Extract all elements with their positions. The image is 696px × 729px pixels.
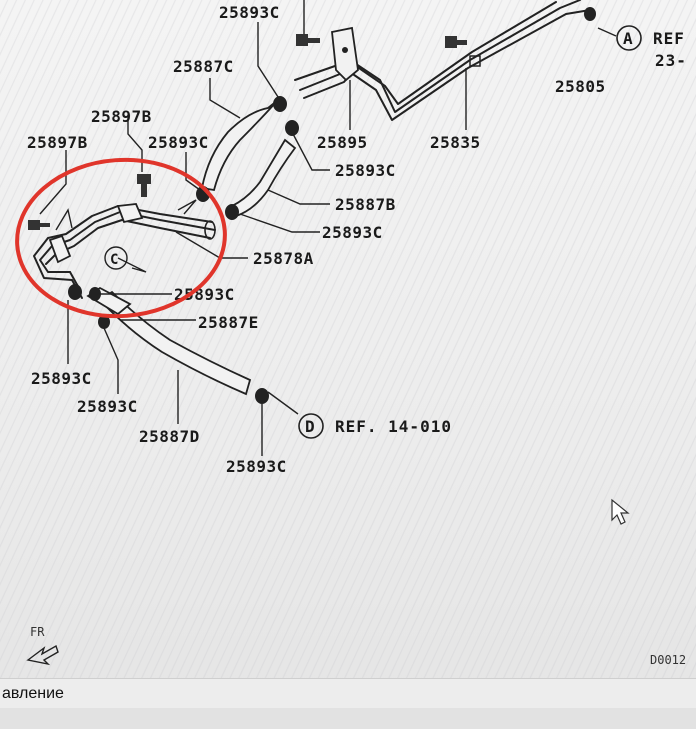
arrow-icon: [26, 644, 59, 666]
status-bar: авление: [0, 678, 696, 709]
drawing-code: D0012: [650, 653, 686, 667]
label-25893c: 25893C: [174, 285, 235, 304]
ref-c-letter: C: [110, 252, 119, 268]
clamp-icon: [98, 315, 110, 329]
leader-lines: [39, 0, 617, 456]
fr-label: FR: [30, 625, 45, 639]
label-25897b: 25897B: [91, 107, 152, 126]
ref-d-callout[interactable]: D REF. 14-010: [298, 413, 452, 439]
label-25835: 25835: [430, 133, 481, 152]
label-25893c: 25893C: [148, 133, 209, 152]
ref-a-callout[interactable]: A REF 23-: [616, 25, 687, 70]
ref-d-letter: D: [305, 417, 316, 436]
label-25895: 25895: [317, 133, 368, 152]
label-25897b: 25897B: [27, 133, 88, 152]
status-text: авление: [2, 685, 64, 702]
bottom-strip: [0, 708, 696, 729]
clamp-icon: [89, 287, 101, 301]
label-25893c: 25893C: [31, 369, 92, 388]
clamp-icon: [285, 120, 299, 136]
bolt-icon: [137, 174, 151, 197]
label-25805: 25805: [555, 77, 606, 96]
clamp-icon: [273, 96, 287, 112]
label-25893c: 25893C: [77, 397, 138, 416]
clamp-icon: [225, 204, 239, 220]
label-25887e: 25887E: [198, 313, 259, 332]
ref-d-text: REF. 14-010: [335, 417, 452, 436]
label-25893c: 25893C: [219, 3, 280, 22]
bracket-top: [331, 26, 359, 82]
label-25887c: 25887C: [173, 57, 234, 76]
part-labels: 25893C 25887C 25805 25897B 25897B 25893C…: [27, 3, 606, 476]
hose-25887d: [98, 290, 252, 396]
clamp-icon: [255, 388, 269, 404]
ref-c-callout: C: [104, 246, 128, 270]
label-25887d: 25887D: [139, 427, 200, 446]
ref-a-letter: A: [623, 29, 634, 48]
arrow-cursor-icon: [611, 498, 630, 525]
bolt-icon: [296, 34, 320, 46]
label-25887b: 25887B: [335, 195, 396, 214]
ref-a-sub: 23-: [655, 51, 687, 70]
hose-25887b: [230, 138, 297, 218]
hose-25887c: [200, 99, 279, 192]
label-25878a: 25878A: [253, 249, 314, 268]
label-25893c: 25893C: [226, 457, 287, 476]
clamp-icon: [68, 284, 82, 300]
bolt-icon: [445, 36, 467, 48]
bolt-icon: [28, 220, 50, 230]
highlight-circle: [15, 157, 227, 319]
clamp-icon: [584, 7, 596, 21]
label-25893c: 25893C: [322, 223, 383, 242]
label-25893c: 25893C: [335, 161, 396, 180]
front-direction-indicator: FR: [26, 625, 59, 666]
ref-a-text: REF: [653, 29, 685, 48]
